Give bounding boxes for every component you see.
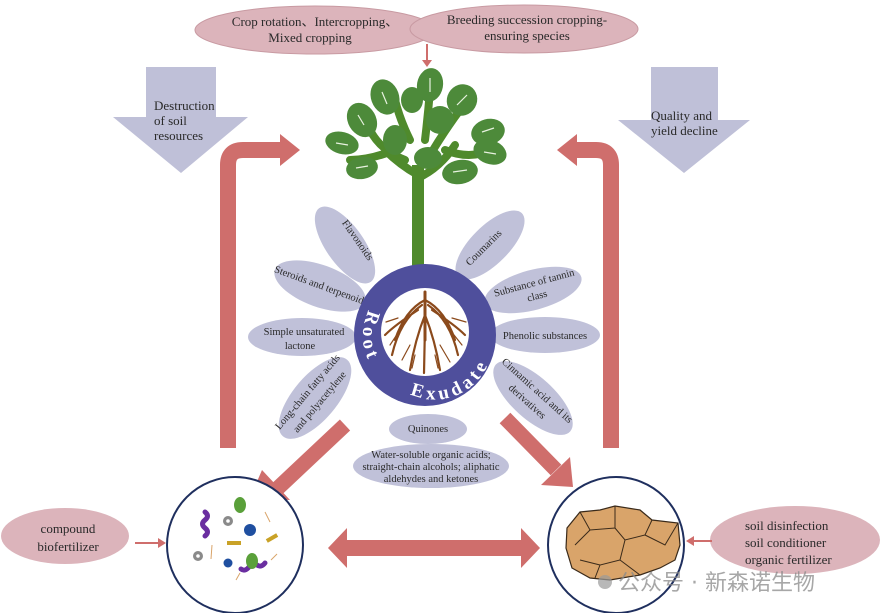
- down-arrow-destruction: Destruction of soil resources: [113, 67, 248, 173]
- soil-treatment-line1: soil disinfection: [745, 518, 829, 533]
- microbes-circle: [166, 476, 304, 613]
- top-box-breeding: Breeding succession cropping- ensuring s…: [409, 4, 639, 54]
- side-box-soil-treatment: soil disinfection soil conditioner organ…: [686, 506, 880, 574]
- side-box-biofertilizer: compound biofertilizer: [1, 508, 166, 564]
- crop-rotation-line2: Mixed cropping: [268, 30, 352, 45]
- wechat-icon: [598, 575, 612, 589]
- destruction-line2: of soil: [154, 113, 187, 128]
- roots-icon: [383, 290, 467, 375]
- plant-icon: [325, 68, 507, 270]
- biofertilizer-line1: compound: [41, 521, 96, 536]
- crop-rotation-line1: Crop rotation、Intercropping、: [232, 14, 398, 29]
- petal-coumarins: Coumarins: [455, 210, 525, 280]
- water-soluble-line1: Water-soluble organic acids;: [371, 450, 491, 461]
- water-soluble-line3: aldehydes and ketones: [384, 474, 478, 485]
- lactone-line1: Simple unsaturated: [264, 327, 346, 338]
- destruction-line1: Destruction: [154, 98, 215, 113]
- petal-water-soluble: Water-soluble organic acids; straight-ch…: [353, 444, 509, 488]
- petal-lactone: Simple unsaturated lactone: [248, 318, 356, 356]
- soil-treatment-line3: organic fertilizer: [745, 552, 832, 567]
- destruction-line3: resources: [154, 128, 203, 143]
- right-bent-arrow: [557, 134, 619, 448]
- quinones-label: Quinones: [408, 424, 448, 435]
- quality-line1: Quality and: [651, 108, 713, 123]
- down-arrow-quality: Quality and yield decline: [618, 67, 750, 173]
- lactone-line2: lactone: [285, 341, 316, 352]
- water-soluble-line2: straight-chain alcohols; aliphatic: [362, 462, 499, 473]
- arrow-to-soil: [499, 412, 573, 487]
- breeding-line2: ensuring species: [484, 28, 570, 43]
- soil-circle: [547, 476, 685, 613]
- top-box-crop-rotation: Crop rotation、Intercropping、 Mixed cropp…: [194, 5, 436, 55]
- root-exudate-circle: Root Exudate: [354, 264, 496, 406]
- tannin-line2: class: [526, 289, 549, 305]
- watermark: 公众号 · 新森诺生物: [598, 571, 815, 596]
- petal-phenolic: Phenolic substances: [490, 317, 600, 353]
- quality-line2: yield decline: [651, 123, 718, 138]
- breeding-line1: Breeding succession cropping-: [447, 12, 607, 27]
- left-bent-arrow: [220, 134, 300, 448]
- petal-cinnamic: Cinnamic acid and its derivatives: [493, 357, 574, 435]
- petal-quinones: Quinones: [389, 414, 467, 444]
- petal-tannin: Substance of tannin class: [484, 266, 582, 314]
- double-arrow-exchange: [328, 528, 540, 568]
- root-label: Root: [358, 308, 385, 365]
- top-connector-arrow: [422, 44, 432, 67]
- petal-fatty-acids: Long-chain fatty acids and polyacetylene: [274, 353, 352, 439]
- biofertilizer-line2: biofertilizer: [37, 539, 99, 554]
- watermark-text: 公众号 · 新森诺生物: [618, 571, 815, 596]
- soil-treatment-line2: soil conditioner: [745, 535, 827, 550]
- phenolic-label: Phenolic substances: [503, 331, 587, 342]
- soil-clod-icon: [565, 505, 681, 581]
